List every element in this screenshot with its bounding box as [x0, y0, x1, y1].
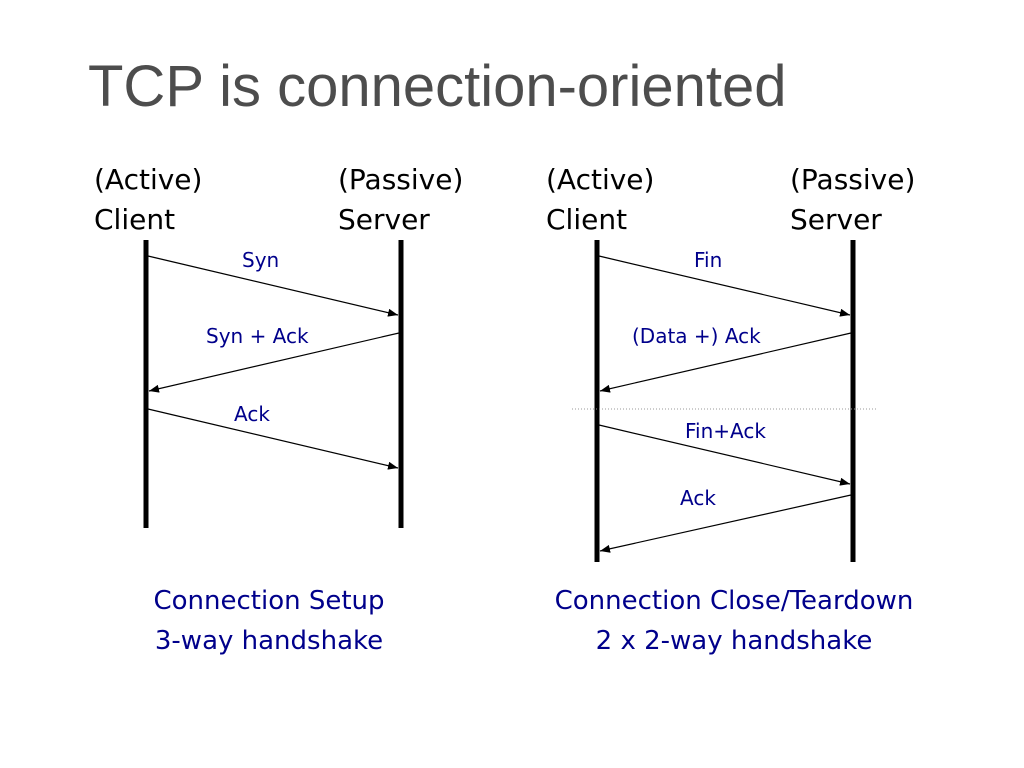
teardown-fin-ack-label: Fin+Ack — [685, 419, 766, 443]
teardown-server-name: Server — [790, 203, 882, 236]
setup-client-label: (Active) Client — [94, 160, 202, 240]
slide-title: TCP is connection-oriented — [88, 54, 787, 119]
teardown-caption-line2: 2 x 2-way handshake — [595, 626, 873, 656]
setup-caption-line2: 3-way handshake — [154, 626, 384, 656]
setup-client-role: (Active) — [94, 163, 203, 196]
setup-client-name: Client — [94, 203, 176, 236]
teardown-fin-arrow — [598, 255, 851, 317]
teardown-data-ack-arrow — [599, 332, 852, 393]
teardown-caption: Connection Close/Teardown 2 x 2-way hand… — [508, 581, 960, 661]
setup-syn-ack-label: Syn + Ack — [206, 324, 309, 348]
teardown-ack-label: Ack — [680, 486, 716, 510]
setup-ack-label: Ack — [234, 402, 270, 426]
teardown-caption-line1: Connection Close/Teardown — [554, 586, 914, 616]
setup-syn-arrow — [147, 255, 399, 317]
setup-caption: Connection Setup 3-way handshake — [128, 581, 410, 661]
teardown-fin-ack-arrow — [598, 424, 851, 486]
setup-ack-arrow — [147, 408, 399, 470]
teardown-server-label: (Passive) Server — [790, 160, 915, 240]
teardown-data-ack-label: (Data +) Ack — [632, 324, 761, 348]
setup-server-label: (Passive) Server — [338, 160, 463, 240]
teardown-fin-label: Fin — [694, 248, 723, 272]
setup-server-name: Server — [338, 203, 430, 236]
teardown-ack-arrow — [599, 494, 852, 553]
setup-syn-label: Syn — [242, 248, 280, 272]
teardown-server-role: (Passive) — [790, 163, 916, 196]
setup-syn-ack-arrow — [148, 332, 400, 393]
teardown-client-label: (Active) Client — [546, 160, 654, 240]
setup-server-role: (Passive) — [338, 163, 464, 196]
teardown-client-name: Client — [546, 203, 628, 236]
teardown-client-role: (Active) — [546, 163, 655, 196]
setup-caption-line1: Connection Setup — [153, 586, 385, 616]
